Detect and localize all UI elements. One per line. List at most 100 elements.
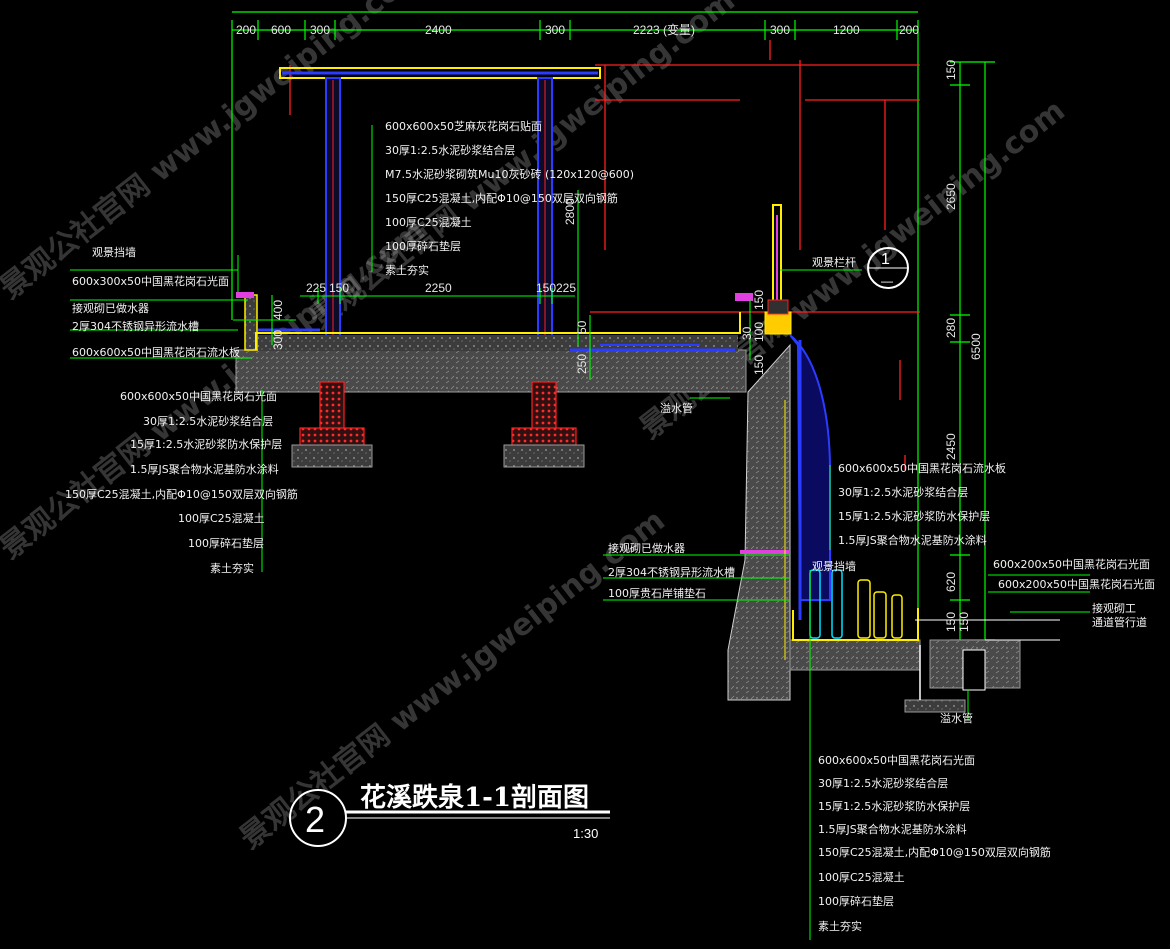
dim-label: 2250 [425,281,452,295]
dim-label: 200 [899,23,919,37]
callout: 观景挡墙 [812,559,856,573]
dim-label: 250 [575,354,589,374]
dim-label: 620 [944,572,958,592]
dim-label: 300 [310,23,330,37]
legend-item: 150厚C25混凝土,内配Φ10@150双层双向钢筋 [385,191,618,205]
section-tag-dash: — [881,274,893,288]
lower-left-callouts: 接观砌已做水器 2厚304不锈钢异形流水槽 100厚贵石岸铺垫石 [608,541,735,600]
bottom-legend: 600x600x50中国黑花岗石光面 30厚1:2.5水泥砂浆结合层 15厚1:… [818,753,1051,933]
legend-item: M7.5水泥砂浆砌筑Mu10灰砂砖 (120x120@600) [385,167,634,181]
legend-item: 1.5厚JS聚合物水泥基防水涂料 [818,822,967,836]
legend-item: 30厚1:2.5水泥砂浆结合层 [385,143,515,157]
legend-item: 150厚C25混凝土,内配Φ10@150双层双向钢筋 [818,845,1051,859]
top-dimension-chain [231,11,919,620]
legend-item: 600x600x50中国黑花岗石流水板 [838,461,1006,475]
left-callouts: 观景挡墙 600x300x50中国黑花岗石光面 接观砌已做水器 2厚304不锈钢… [72,245,240,359]
callout: 600x200x50中国黑花岗石光面 [998,577,1155,591]
callout: 600x600x50中国黑花岗石流水板 [72,345,240,359]
callout: 2厚304不锈钢异形流水槽 [72,319,199,333]
legend-item: 600x600x50中国黑花岗石光面 [120,389,277,403]
dim-label: 200 [236,23,256,37]
dim-label: 400 [271,300,285,320]
legend-item: 15厚1:2.5水泥砂浆防水保护层 [838,509,990,523]
legend-item: 15厚1:2.5水泥砂浆防水保护层 [130,437,282,451]
dim-label: 150 [752,290,766,310]
legend-item: 100厚碎石垫层 [385,239,461,253]
pergola-legend: 600x600x50芝麻灰花岗石贴面 30厚1:2.5水泥砂浆结合层 M7.5水… [385,119,634,277]
legend-item: 1.5厚JS聚合物水泥基防水涂料 [838,533,987,547]
middle-callouts: 溢水管 观景栏杆 观景挡墙 [660,255,856,573]
legend-item: 100厚C25混凝土 [818,870,905,884]
right-wall-legend: 600x600x50中国黑花岗石流水板 30厚1:2.5水泥砂浆结合层 15厚1… [838,461,1006,547]
dim-label: 50 [575,320,589,334]
section-tag-number: 1 [881,251,890,268]
legend-item: 15厚1:2.5水泥砂浆防水保护层 [818,799,970,813]
legend-item: 600x600x50中国黑花岗石光面 [818,753,975,767]
legend-item: 素土夯实 [385,263,429,277]
legend-item: 100厚碎石垫层 [818,894,894,908]
callout: 600x300x50中国黑花岗石光面 [72,274,229,288]
dim-label: 6500 [969,333,983,360]
dim-label: 280 [944,318,958,338]
railing [764,204,792,335]
legend-item: 100厚C25混凝土 [385,215,472,229]
legend-item: 100厚C25混凝土 [178,511,265,525]
dim-label: 600 [271,23,291,37]
title-scale: 1:30 [573,826,598,841]
dim-label: 2450 [944,433,958,460]
dim-label: 100 [752,322,766,342]
footings [291,381,585,468]
callout: 接观砌工 [1092,602,1136,615]
inner-dimension-labels: 225 150 2250 150 225 400 300 2800 50 250… [271,198,766,375]
dim-label: 2400 [425,23,452,37]
drawing-title: 2 花溪跌泉1-1剖面图 1:30 [289,782,610,847]
dim-label: 300 [770,23,790,37]
legend-item: 30厚1:2.5水泥砂浆结合层 [818,776,948,790]
legend-item: 150厚C25混凝土,内配Φ10@150双层双向钢筋 [65,487,298,501]
left-legend: 600x600x50中国黑花岗石光面 30厚1:2.5水泥砂浆结合层 15厚1:… [65,389,298,575]
callout: 接观砌已做水器 [608,541,685,555]
callout: 溢水管 [940,711,973,725]
reference-lines [289,40,920,470]
leader-lines [70,125,1090,940]
dim-label: 150 [944,612,958,632]
callout: 2厚304不锈钢异形流水槽 [608,565,735,579]
legend-item: 素土夯实 [818,919,862,933]
legend-item: 30厚1:2.5水泥砂浆结合层 [143,414,273,428]
right-callouts: 600x200x50中国黑花岗石光面 600x200x50中国黑花岗石光面 接观… [940,557,1155,725]
dim-label: 30 [740,326,754,340]
legend-item: 100厚碎石垫层 [188,536,264,550]
dim-label: 300 [271,330,285,350]
dim-label: 150 [329,281,349,295]
section-tag: 1 — [867,247,909,289]
dim-label: 2650 [944,183,958,210]
legend-item: 600x600x50芝麻灰花岗石贴面 [385,119,542,133]
callout: 通道管行道 [1092,615,1147,629]
legend-item: 30厚1:2.5水泥砂浆结合层 [838,485,968,499]
dim-label: 2800 [563,198,577,225]
callout: 接观砌已做水器 [72,301,149,315]
callout: 600x200x50中国黑花岗石光面 [993,557,1150,571]
inner-dimension-chain [233,190,751,380]
dim-label: 225 [306,281,326,295]
legend-item: 1.5厚JS聚合物水泥基防水涂料 [130,462,279,476]
dim-label: 225 [556,281,576,295]
dim-label: 150 [957,612,971,632]
right-dimension-labels: 150 2650 280 6500 2450 620 150 150 [944,60,983,632]
title-text: 花溪跌泉1-1剖面图 [360,782,589,813]
dim-label: 150 [536,281,556,295]
dim-label: 1200 [833,23,860,37]
callout: 观景挡墙 [92,245,136,259]
callout: 100厚贵石岸铺垫石 [608,586,706,600]
top-dimension-labels: 200 600 300 2400 300 2223 (变量) 300 1200 … [236,22,919,37]
dim-label: 2223 (变量) [633,22,695,37]
title-number: 2 [305,799,325,840]
dim-label: 150 [752,355,766,375]
legend-item: 素土夯实 [210,561,254,575]
lower-pool [789,569,1060,713]
dim-label: 150 [944,60,958,80]
retaining-wall [727,334,831,701]
callout: 观景栏杆 [812,255,856,269]
dim-label: 300 [545,23,565,37]
